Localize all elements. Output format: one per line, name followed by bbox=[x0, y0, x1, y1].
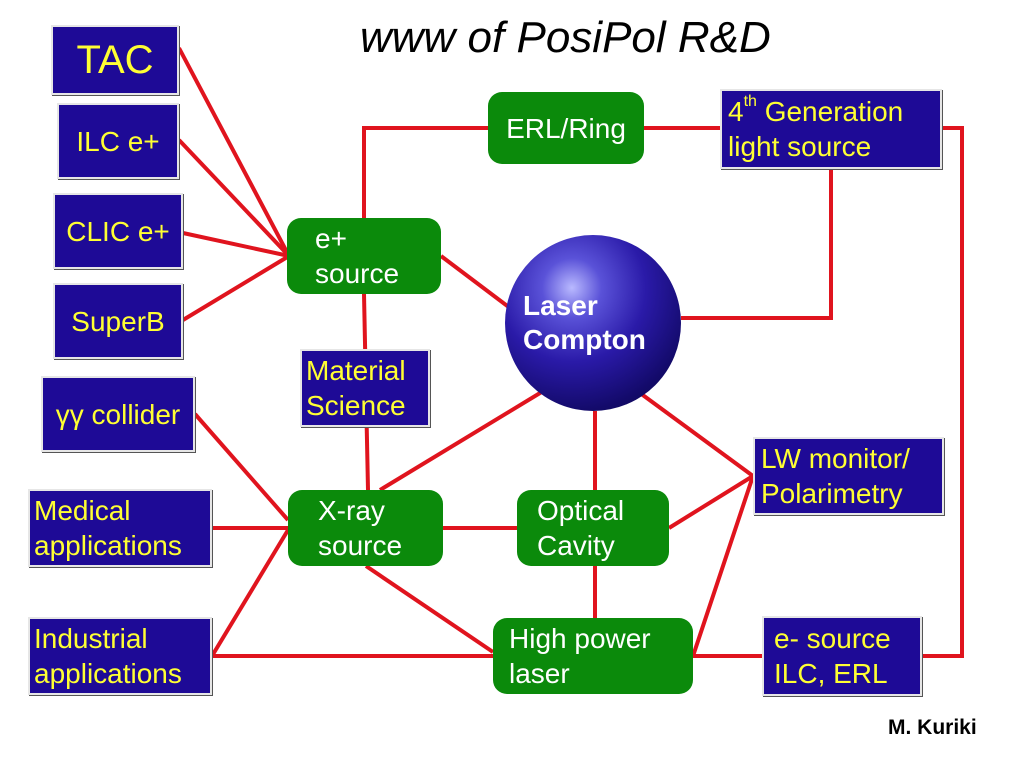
node-clic-e-plus-label: CLIC e+ bbox=[66, 215, 170, 247]
node-e-plus-source-line1: e+ bbox=[315, 223, 347, 254]
node-medical-line2: applications bbox=[34, 530, 182, 561]
node-high-power-laser-line1: High power bbox=[509, 623, 651, 654]
node-medical-line1: Medical bbox=[34, 495, 131, 526]
node-material-science-line1: Material bbox=[306, 355, 406, 386]
edge-superb-eplus bbox=[181, 254, 291, 322]
node-material-science: Material Science bbox=[300, 349, 430, 427]
edge-compton-lw bbox=[638, 391, 755, 478]
node-gen4-line1-post: Generation bbox=[756, 96, 904, 127]
node-laser-compton: Laser Compton bbox=[505, 235, 681, 411]
edge-gen4-elsource bbox=[922, 126, 964, 658]
node-lw-monitor-line1: LW monitor/ bbox=[761, 443, 910, 474]
edge-eplus-compton bbox=[439, 254, 512, 310]
edge-compton-xray bbox=[378, 388, 547, 492]
page-title: www of PosiPol R&D bbox=[360, 13, 771, 62]
edge-clic-eplus bbox=[182, 231, 290, 258]
node-lw-monitor-polarimetry: LW monitor/ Polarimetry bbox=[753, 437, 944, 515]
edge-gen4-compton bbox=[681, 169, 833, 320]
node-ilc-e-plus-label: ILC e+ bbox=[76, 125, 160, 157]
node-medical-applications: Medical applications bbox=[28, 489, 212, 567]
edge-gg-xray bbox=[193, 412, 290, 522]
node-laser-compton-line2: Compton bbox=[523, 324, 646, 355]
node-x-ray-source-line2: source bbox=[318, 530, 403, 561]
node-high-power-laser: High power laser bbox=[493, 618, 693, 694]
node-x-ray-source-line1: X-ray bbox=[318, 495, 385, 526]
node-e-minus-source: e- source ILC, ERL bbox=[762, 616, 922, 696]
node-erl-ring: ERL/Ring bbox=[488, 92, 644, 164]
node-optical-cavity-line2: Cavity bbox=[537, 530, 615, 561]
node-tac: TAC bbox=[51, 25, 179, 95]
node-erl-ring-label: ERL/Ring bbox=[506, 112, 626, 144]
node-gen4-line2: light source bbox=[728, 131, 872, 162]
node-e-minus-source-line2: ILC, ERL bbox=[774, 658, 888, 689]
node-optical-cavity-line1: Optical bbox=[537, 495, 625, 526]
node-ilc-e-plus: ILC e+ bbox=[57, 103, 179, 179]
node-e-minus-source-line1: e- source bbox=[774, 623, 891, 654]
node-industrial-line2: applications bbox=[34, 658, 182, 689]
node-x-ray-source: X-ray source bbox=[288, 490, 443, 566]
edge-ilc-eplus bbox=[177, 138, 291, 258]
edge-industrial-xray bbox=[210, 528, 290, 658]
edge-laser-lw bbox=[691, 475, 755, 657]
node-gen4-line1-sup: th bbox=[743, 93, 757, 110]
node-high-power-laser-line2: laser bbox=[509, 658, 570, 689]
node-gg-collider-label: γγ collider bbox=[55, 398, 181, 430]
node-gen4-line1-pre: 4 bbox=[728, 96, 744, 127]
node-gg-collider: γγ collider bbox=[41, 376, 195, 452]
edge-tac-eplus bbox=[177, 47, 291, 257]
node-superb-label: SuperB bbox=[71, 305, 165, 337]
edge-eplus-erl bbox=[362, 126, 488, 218]
node-tac-label: TAC bbox=[76, 38, 154, 82]
node-industrial-line1: Industrial bbox=[34, 623, 148, 654]
node-4th-generation-light-source: 4th Generation light source bbox=[720, 89, 942, 169]
edge-xray-laser bbox=[364, 564, 495, 654]
node-clic-e-plus: CLIC e+ bbox=[53, 193, 183, 269]
edge-cavity-lw bbox=[667, 474, 755, 530]
node-e-plus-source: e+ source bbox=[287, 218, 441, 294]
author-credit: M. Kuriki bbox=[888, 716, 977, 739]
node-laser-compton-line1: Laser bbox=[523, 290, 598, 321]
node-lw-monitor-line2: Polarimetry bbox=[761, 478, 903, 509]
node-e-plus-source-line2: source bbox=[315, 258, 400, 289]
node-material-science-line2: Science bbox=[306, 390, 406, 421]
node-superb: SuperB bbox=[53, 283, 183, 359]
node-industrial-applications: Industrial applications bbox=[28, 617, 212, 695]
node-gen4-line1: 4th Generation bbox=[728, 94, 940, 129]
node-optical-cavity: Optical Cavity bbox=[517, 490, 669, 566]
